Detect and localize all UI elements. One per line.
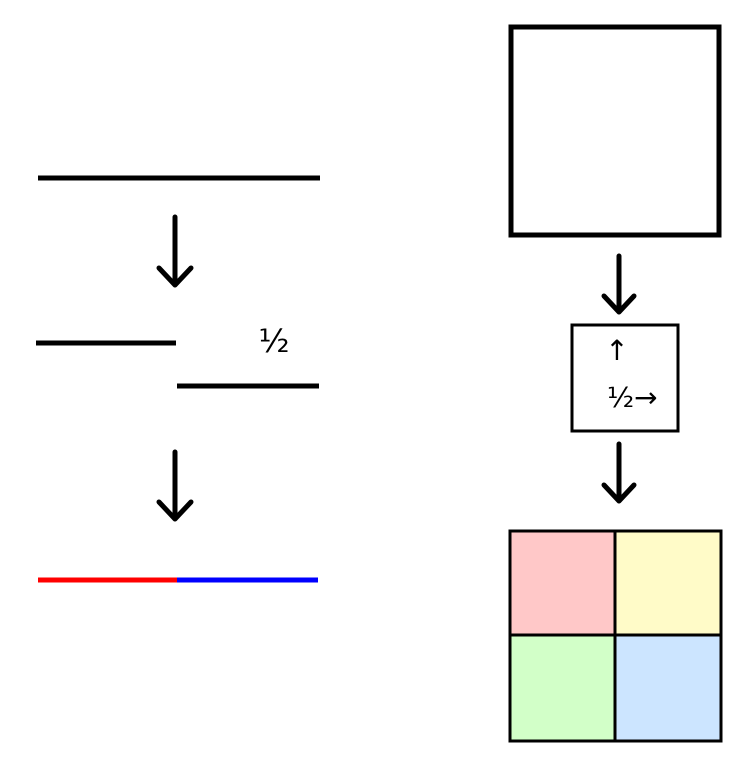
down-arrow-icon [601,253,637,315]
quadrant-bottom-left [508,633,617,743]
scaled-square [570,323,680,433]
quadrant-top-left [508,529,617,637]
up-arrow-icon: ↑ [605,334,628,367]
down-arrow-icon [156,214,194,288]
down-arrow-icon [156,449,194,522]
quadrant-top-right [613,529,723,637]
scale-half-label: ½→ [607,381,658,414]
half-label: ½ [258,322,289,360]
quadrant-bottom-right [613,633,723,743]
down-arrow-icon [601,441,637,504]
line-halving-diagram: ½ [36,175,320,583]
square-subdivision-diagram: ↑ ½→ [508,24,723,743]
original-square [508,24,722,238]
